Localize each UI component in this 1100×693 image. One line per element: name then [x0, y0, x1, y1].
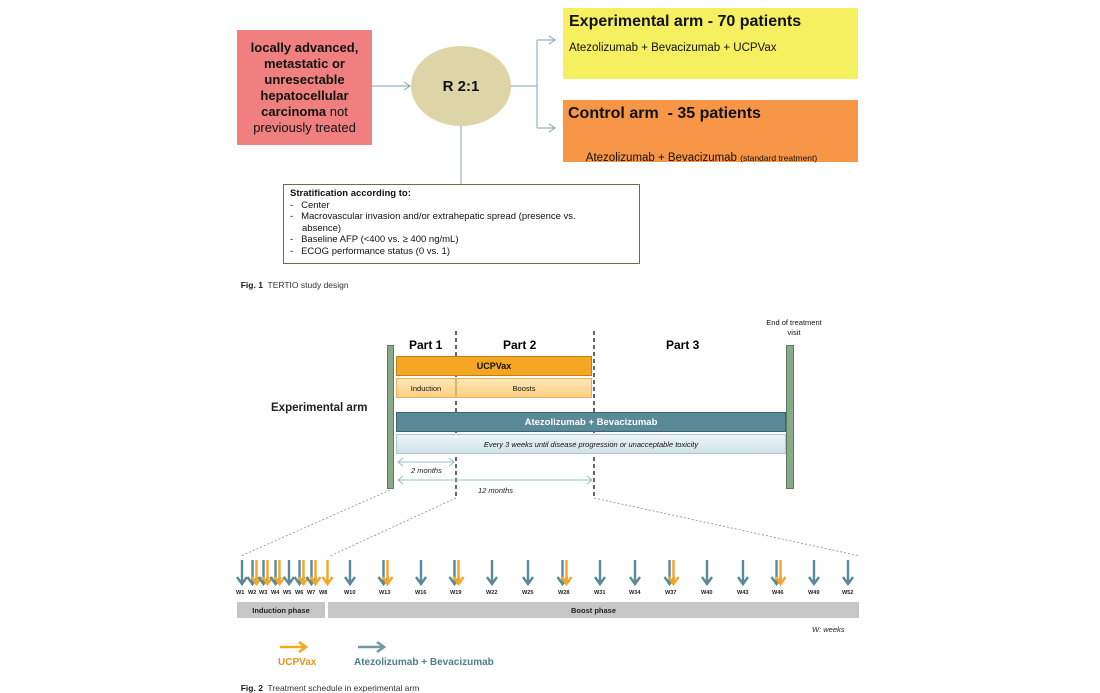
week-label: W2 [248, 590, 257, 596]
every-3-weeks-bar: Every 3 weeks until disease progression … [396, 434, 786, 454]
experimental-arm-drugs: Atezolizumab + Bevacizumab + UCPVax [569, 42, 777, 54]
population-line: metastatic or [264, 55, 345, 71]
induction-bar: Induction [396, 378, 456, 398]
week-label: W25 [522, 590, 534, 596]
stratification-item: - Baseline AFP (<400 vs. ≥ 400 ng/mL) [290, 234, 459, 245]
week-label: W49 [808, 590, 820, 596]
induction-phase-bar: Induction phase [237, 602, 325, 618]
week-label: W7 [307, 590, 316, 596]
part-3-label: Part 3 [666, 338, 700, 352]
stratification-box: Stratification according to: - Center - … [283, 184, 640, 264]
week-label: W13 [379, 590, 391, 596]
week-label: W52 [842, 590, 854, 596]
ucpvax-bar: UCPVax [396, 356, 592, 376]
atezo-bev-dose-arrow [808, 560, 820, 587]
ucpvax-dose-arrow [381, 560, 394, 587]
ucpvax-dose-arrow [560, 560, 573, 587]
week-label: W43 [737, 590, 749, 596]
population-line: unresectable [264, 71, 345, 87]
twelve-months-label: 12 months [478, 486, 514, 495]
week-label: W8 [319, 590, 328, 596]
experimental-arm-title: Experimental arm - 70 patients [569, 13, 802, 30]
experimental-arm-box: Experimental arm - 70 patients Atezolizu… [563, 8, 858, 79]
figure-1-caption: Fig. 1 TERTIO study design [240, 280, 349, 290]
week-label: W46 [772, 590, 784, 596]
stratification-item: - Macrovascular invasion and/or extrahep… [290, 211, 576, 222]
week-label: W3 [259, 590, 268, 596]
atezo-bev-dose-arrow [842, 560, 854, 587]
stratification-item: - Center [290, 199, 330, 211]
control-arm-title: Control arm - 35 patients [568, 105, 761, 122]
week-label: W19 [450, 590, 462, 596]
week-label: W10 [344, 590, 356, 596]
legend-atezo-label: Atezolizumab + Bevacizumab [354, 657, 494, 668]
week-arrow-group [236, 560, 854, 587]
figure-2-caption: Fig. 2 Treatment schedule in experimenta… [240, 683, 420, 693]
experimental-arm-label: Experimental arm [271, 402, 368, 414]
atezo-bev-dose-arrow [701, 560, 713, 587]
population-line: previously treated [253, 119, 356, 135]
week-label: W6 [295, 590, 304, 596]
ucpvax-dose-arrow [667, 560, 680, 587]
control-arm-drugs: Atezolizumab + Bevacizumab (standard tre… [585, 152, 818, 164]
atezo-bev-dose-arrow [283, 560, 295, 587]
randomization-ellipse: R 2:1 [411, 46, 511, 126]
atezo-bev-dose-arrow [629, 560, 641, 587]
atezo-bev-dose-arrow [344, 560, 356, 587]
boost-phase-bar: Boost phase [328, 602, 859, 618]
week-label: W16 [415, 590, 427, 596]
control-arm-box: Control arm - 35 patients Atezolizumab +… [563, 100, 858, 164]
stratification-item: absence) [302, 222, 342, 234]
population-line: hepatocellular [260, 87, 349, 103]
stratification-item: - ECOG performance status (0 vs. 1) [290, 245, 450, 257]
stratification-title: Stratification according to: [290, 188, 411, 199]
atezo-bev-dose-arrow [236, 560, 248, 587]
week-label: W5 [283, 590, 292, 596]
randomization-label: R 2:1 [442, 77, 480, 95]
atezo-bev-dose-arrow [594, 560, 606, 587]
part-1-label: Part 1 [409, 338, 443, 352]
ucpvax-dose-arrow [309, 560, 322, 587]
legend-atezo-arrow [358, 640, 387, 654]
boosts-bar: Boosts [456, 378, 592, 398]
start-bar [387, 345, 394, 489]
population-line: carcinoma not [261, 103, 348, 119]
atezo-bev-dose-arrow [415, 560, 427, 587]
atezo-bev-dose-arrow [522, 560, 534, 587]
ucpvax-dose-arrow [321, 560, 334, 587]
week-label: W40 [701, 590, 713, 596]
week-label: W4 [271, 590, 280, 596]
weeks-note: W: weeks [812, 625, 845, 634]
week-label: W22 [486, 590, 498, 596]
week-label: W31 [594, 590, 606, 596]
week-label: W37 [665, 590, 677, 596]
end-bar [786, 345, 794, 489]
population-box: locally advanced, metastatic or unresect… [237, 30, 372, 145]
week-label: W28 [558, 590, 570, 596]
ucpvax-dose-arrow [273, 560, 286, 587]
atezo-bev-dose-arrow [737, 560, 749, 587]
legend-ucpvax-label: UCPVax [278, 657, 317, 668]
legend-ucpvax-arrow [280, 640, 309, 654]
two-months-label: 2 months [411, 466, 442, 475]
week-label: W34 [629, 590, 641, 596]
atezo-bev-dose-arrow [486, 560, 498, 587]
ucpvax-dose-arrow [452, 560, 465, 587]
week-label: W1 [236, 590, 245, 596]
part-2-label: Part 2 [503, 338, 537, 352]
population-line: locally advanced, [250, 39, 359, 55]
atezo-bev-bar: Atezolizumab + Bevacizumab [396, 412, 786, 432]
ucpvax-dose-arrow [774, 560, 787, 587]
